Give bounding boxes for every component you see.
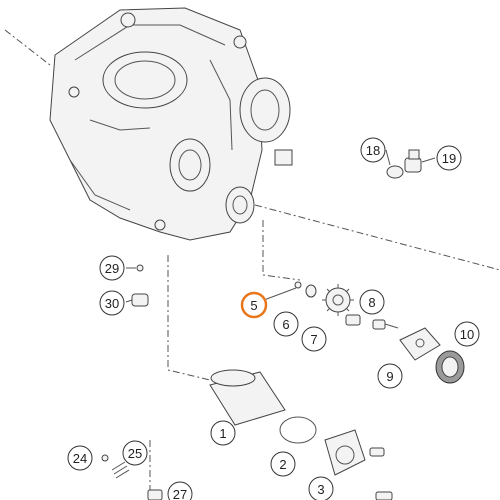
pump-gear: [322, 284, 354, 316]
callout-24[interactable]: 24: [67, 445, 93, 471]
callout-3-label: 3: [317, 482, 324, 497]
callouts: 1 2 3 5 6 7 8 9: [67, 137, 480, 500]
callout-2-label: 2: [279, 457, 286, 472]
callout-8-label: 8: [368, 295, 375, 310]
callout-24-label: 24: [73, 451, 87, 466]
oil-pump-parts: [294, 281, 399, 330]
callout-7[interactable]: 7: [301, 326, 327, 352]
callout-27-label: 27: [173, 487, 187, 500]
callout-29[interactable]: 29: [99, 255, 125, 281]
callout-25[interactable]: 25: [122, 440, 148, 466]
callout-9-label: 9: [386, 369, 393, 384]
callout-25-label: 25: [128, 446, 142, 461]
callout-19-label: 19: [442, 151, 456, 166]
callout-9[interactable]: 9: [377, 363, 403, 389]
leader-lines: [125, 149, 436, 303]
callout-6-label: 6: [282, 317, 289, 332]
pump-cover-parts: [399, 327, 465, 384]
callout-1-label: 1: [219, 426, 226, 441]
callout-30-label: 30: [105, 296, 119, 311]
callout-19[interactable]: 19: [436, 145, 462, 171]
filter-parts: [209, 369, 393, 500]
callout-8[interactable]: 8: [359, 289, 385, 315]
callout-18[interactable]: 18: [360, 137, 386, 163]
fitting-parts: [386, 149, 422, 179]
callout-5-highlighted[interactable]: 5: [240, 291, 268, 319]
callout-5-label: 5: [250, 298, 257, 313]
callout-1[interactable]: 1: [210, 420, 236, 446]
callout-29-label: 29: [105, 261, 119, 276]
callout-2[interactable]: 2: [270, 451, 296, 477]
callout-10[interactable]: 10: [454, 321, 480, 347]
crankcase-drawing: [49, 7, 293, 241]
callout-6[interactable]: 6: [273, 311, 299, 337]
callout-18-label: 18: [366, 143, 380, 158]
callout-27[interactable]: 27: [167, 481, 193, 500]
callout-7-label: 7: [310, 332, 317, 347]
callout-3[interactable]: 3: [308, 476, 334, 500]
callout-10-label: 10: [460, 327, 474, 342]
callout-30[interactable]: 30: [99, 290, 125, 316]
